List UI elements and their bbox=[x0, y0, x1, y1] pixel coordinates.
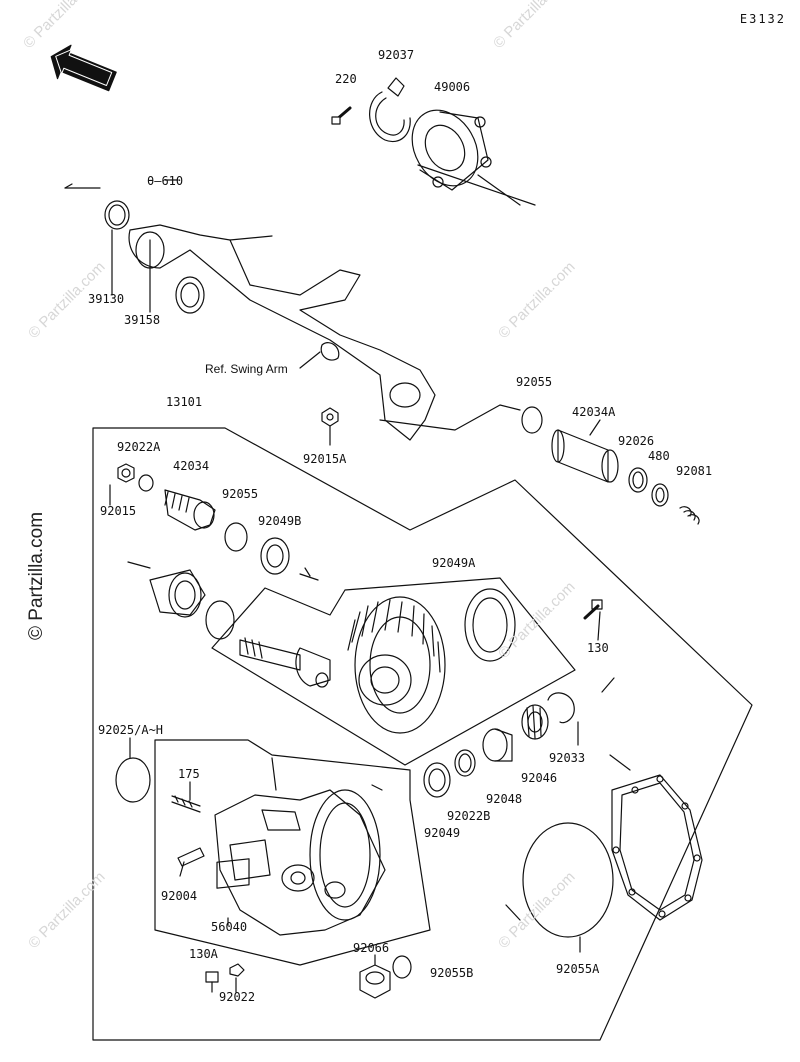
ring-gear-icon bbox=[347, 596, 446, 734]
callout-39130: 39130 bbox=[88, 292, 125, 306]
callout-92022: 92022 bbox=[219, 990, 256, 1004]
ring-480-icon bbox=[651, 483, 669, 507]
stud-175-icon bbox=[171, 795, 201, 813]
callout-92055B: 92055B bbox=[430, 966, 474, 980]
clamp-92037-icon bbox=[369, 77, 411, 143]
differential-case-icon bbox=[214, 757, 386, 936]
oring-92025-icon bbox=[115, 757, 151, 803]
callout-175: 175 bbox=[178, 767, 200, 781]
circlip-39130-icon bbox=[104, 200, 130, 230]
callout-92049B: 92049B bbox=[258, 514, 302, 528]
bearing-92046-icon bbox=[521, 704, 549, 740]
oring-92055A-icon bbox=[522, 822, 614, 938]
callout-92049A: 92049A bbox=[432, 556, 476, 570]
sleeve-92048-icon bbox=[482, 728, 513, 762]
callout-92046: 92046 bbox=[521, 771, 558, 785]
callout-92055A: 92055A bbox=[556, 962, 600, 976]
front-arrow-icon bbox=[50, 44, 117, 92]
pin-92004-icon bbox=[177, 847, 205, 877]
callout-42034: 42034 bbox=[173, 459, 210, 473]
callout-92048: 92048 bbox=[486, 792, 523, 806]
oring-large-icon bbox=[205, 600, 235, 640]
bolt-220-icon bbox=[331, 106, 352, 125]
callout-480: 480 bbox=[648, 449, 670, 463]
seal-92049B-icon bbox=[260, 537, 290, 575]
callout-92055-mid: 92055 bbox=[222, 487, 259, 501]
callout-39158: 39158 bbox=[124, 313, 161, 327]
spring-92081-icon bbox=[679, 506, 700, 525]
boot-49006-icon bbox=[411, 109, 492, 191]
plate-56040-icon bbox=[216, 858, 250, 889]
callout-92033: 92033 bbox=[549, 751, 586, 765]
callout-92025: 92025/A~H bbox=[98, 723, 164, 737]
callout-92049: 92049 bbox=[424, 826, 461, 840]
case-outline bbox=[154, 739, 431, 966]
circlip-92033-icon bbox=[547, 692, 575, 724]
nut-92015-icon bbox=[117, 463, 135, 483]
oring-92055-mid-icon bbox=[224, 522, 248, 552]
page-code: E3132 bbox=[739, 12, 786, 26]
callout-92026: 92026 bbox=[618, 434, 655, 448]
bolt-130-icon bbox=[583, 599, 603, 620]
callout-220: 220 bbox=[335, 72, 357, 86]
gear-subassembly-outline bbox=[211, 577, 576, 766]
callout-92055-top: 92055 bbox=[516, 375, 553, 389]
callout-42034A: 42034A bbox=[572, 405, 616, 419]
callout-92015: 92015 bbox=[100, 504, 137, 518]
drive-pinion-icon bbox=[239, 637, 331, 688]
washer-92022-icon bbox=[229, 963, 245, 977]
callout-13101: 13101 bbox=[166, 395, 203, 409]
callout-130A: 130A bbox=[189, 947, 218, 961]
assembly-outline bbox=[92, 427, 753, 1041]
callout-92081: 92081 bbox=[676, 464, 713, 478]
callout-610: θ—610 bbox=[147, 174, 184, 188]
seal-92049-icon bbox=[423, 762, 451, 798]
callout-92022B: 92022B bbox=[447, 809, 491, 823]
bearing-housing-icon bbox=[149, 569, 206, 618]
callout-92022A: 92022A bbox=[117, 440, 161, 454]
callout-92037: 92037 bbox=[378, 48, 415, 62]
washer-92022B-icon bbox=[454, 749, 476, 777]
watermark-vertical: © Partzilla.com bbox=[26, 511, 47, 640]
callout-92004: 92004 bbox=[161, 889, 198, 903]
oring-92055B-icon bbox=[392, 955, 412, 979]
callout-49006: 49006 bbox=[434, 80, 471, 94]
seal-92049A-icon bbox=[464, 588, 516, 662]
swing-arm-icon bbox=[128, 224, 436, 441]
ring-92026-icon bbox=[628, 467, 648, 493]
oring-92055-top-icon bbox=[521, 406, 543, 434]
callout-92015A: 92015A bbox=[303, 452, 347, 466]
callout-56040: 56040 bbox=[211, 920, 248, 934]
nut-92015A-icon bbox=[321, 407, 339, 427]
bolt-130A-icon bbox=[205, 971, 219, 993]
callout-130: 130 bbox=[587, 641, 609, 655]
callout-92066: 92066 bbox=[353, 941, 390, 955]
gasket-cover-icon bbox=[611, 774, 703, 921]
reference-note: Ref. Swing Arm bbox=[205, 362, 288, 376]
pinion-42034-icon bbox=[164, 489, 216, 531]
washer-92022A-icon bbox=[138, 474, 154, 492]
sleeve-42034A-icon bbox=[551, 419, 619, 483]
plug-92066-icon bbox=[359, 964, 391, 999]
